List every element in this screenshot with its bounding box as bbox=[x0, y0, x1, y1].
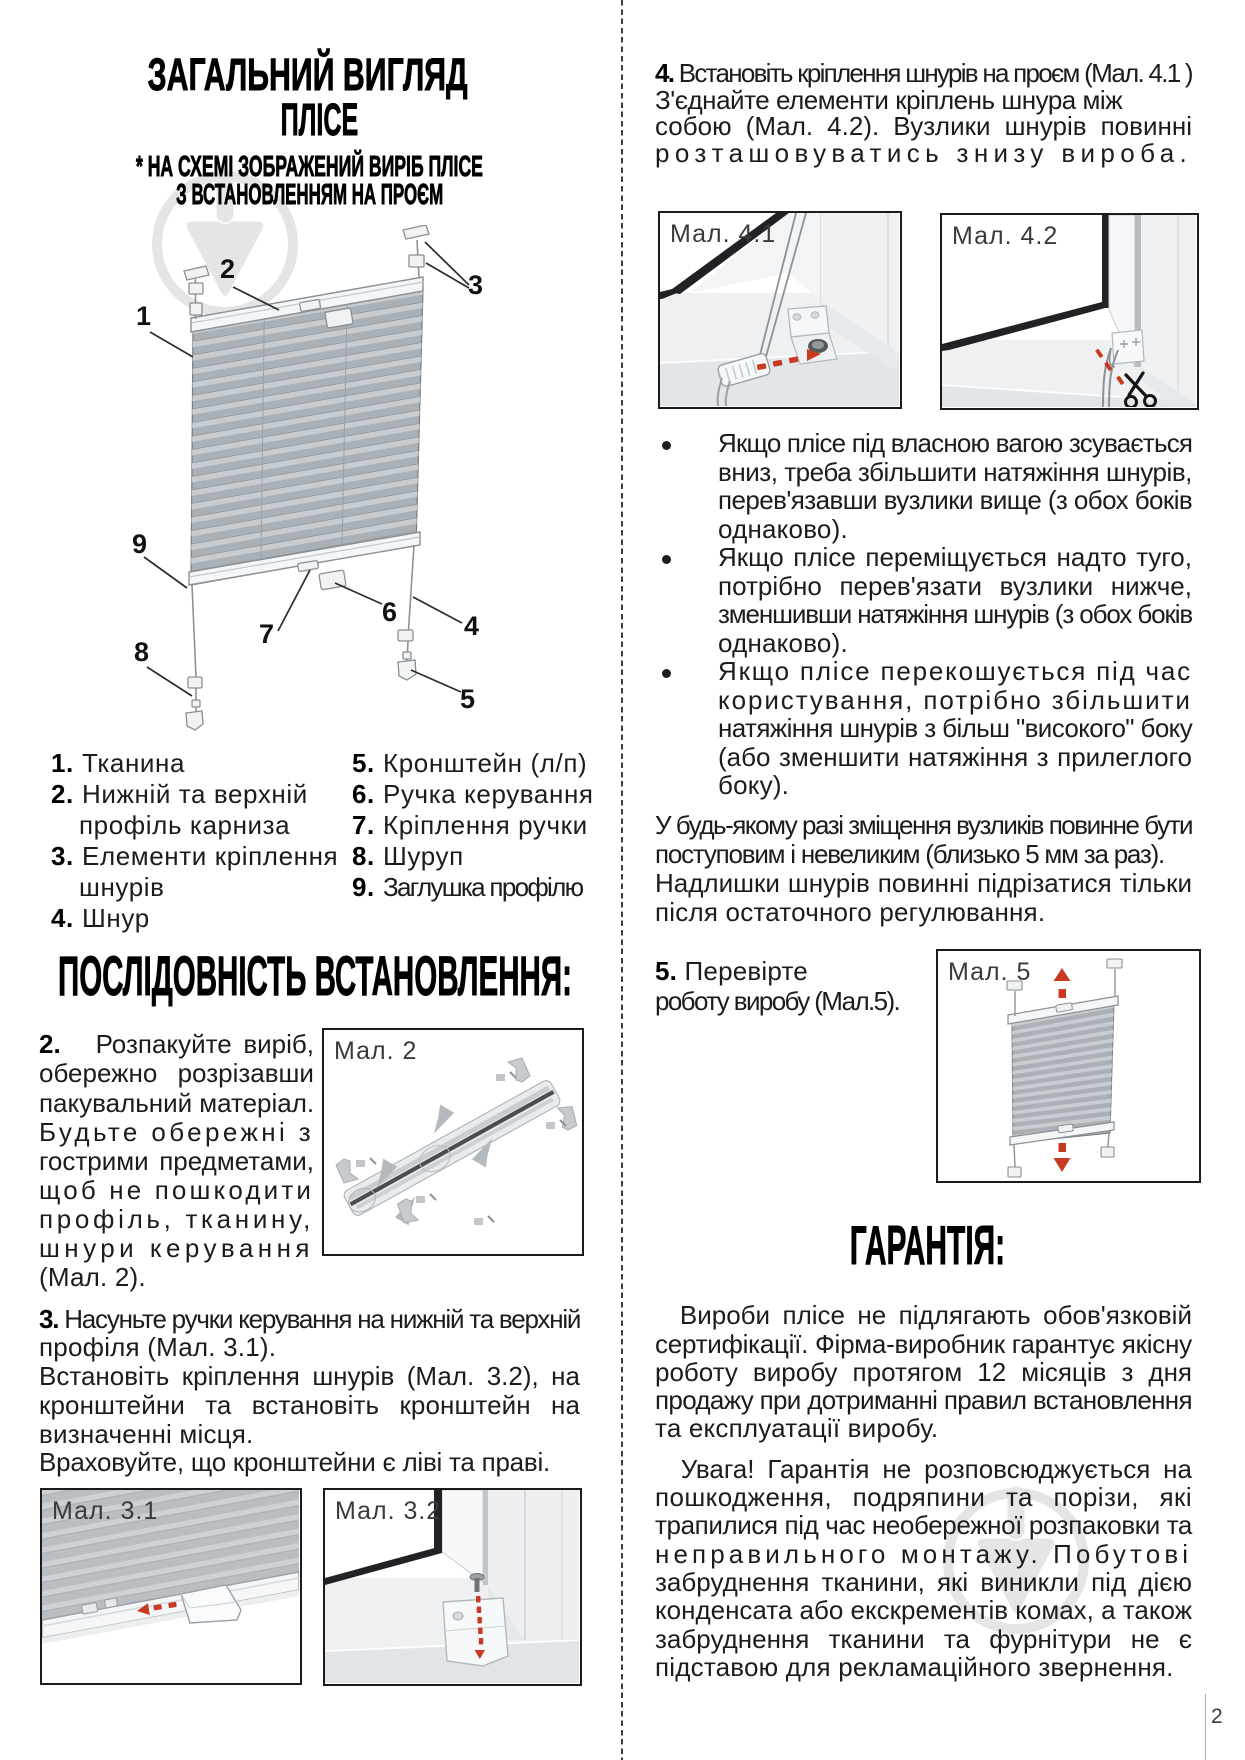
svg-text:4: 4 bbox=[464, 611, 479, 641]
svg-text:2: 2 bbox=[220, 254, 235, 284]
svg-text:7: 7 bbox=[259, 619, 274, 649]
svg-text:6: 6 bbox=[382, 597, 397, 627]
svg-text:3: 3 bbox=[468, 270, 483, 300]
svg-text:5: 5 bbox=[460, 684, 475, 714]
svg-text:8: 8 bbox=[134, 637, 149, 667]
svg-text:1: 1 bbox=[136, 301, 151, 331]
svg-text:9: 9 bbox=[132, 529, 147, 559]
